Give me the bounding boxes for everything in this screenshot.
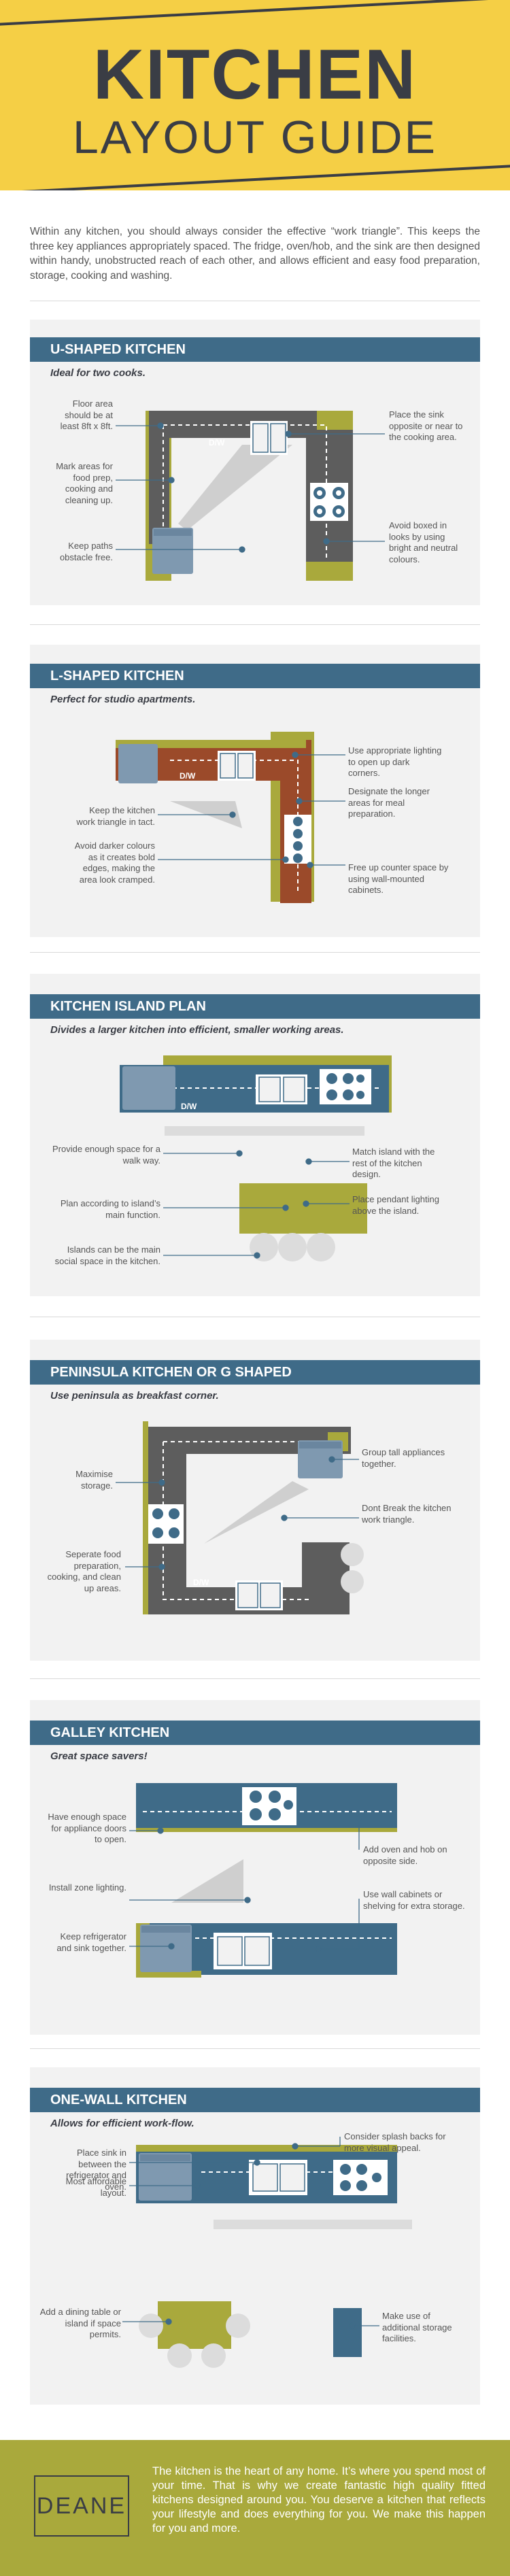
- fridge-icon: [152, 528, 193, 574]
- section-subtitle: Allows for efficient work-flow.: [50, 2118, 194, 2129]
- section-title: PENINSULA KITCHEN OR G SHAPED: [30, 1360, 480, 1385]
- header-banner: KITCHEN LAYOUT GUIDE: [0, 0, 510, 190]
- stool-icon: [278, 1233, 307, 1261]
- stool-icon: [341, 1570, 364, 1593]
- note: Install zone lighting.: [48, 1882, 126, 1893]
- stool-icon: [341, 1543, 364, 1566]
- note: Add a dining table or island if space pe…: [39, 2307, 121, 2340]
- section-title: ONE-WALL KITCHEN: [30, 2088, 480, 2112]
- dishwasher-label: D/W: [193, 1578, 209, 1587]
- fridge-icon: [118, 744, 158, 783]
- note: Avoid darker colours as it creates bold …: [74, 841, 155, 885]
- note: Free up counter space by using wall-moun…: [348, 862, 449, 896]
- dishwasher-label: D/W: [181, 1102, 197, 1111]
- storage-unit: [333, 2308, 362, 2357]
- logo[interactable]: DEANE: [34, 2475, 129, 2537]
- note: Plan according to island’s main function…: [60, 1198, 160, 1220]
- section-subtitle: Perfect for studio apartments.: [50, 694, 196, 705]
- section-subtitle: Use peninsula as breakfast corner.: [50, 1390, 219, 1402]
- section-card-galley: [30, 1700, 480, 2035]
- fridge-icon: [298, 1440, 343, 1478]
- island: [239, 1183, 367, 1234]
- note: Designate the longer areas for meal prep…: [348, 786, 430, 819]
- note: Most affordable layout.: [65, 2176, 126, 2198]
- u-plan-shapes: [146, 411, 353, 581]
- fridge-icon: [122, 1066, 175, 1110]
- one-wall-plan-leaders: [122, 2137, 379, 2329]
- section-title: GALLEY KITCHEN: [30, 1721, 480, 1745]
- footer: DEANE The kitchen is the heart of any ho…: [0, 2440, 510, 2576]
- page-subtitle: LAYOUT GUIDE: [72, 112, 438, 163]
- l-shaped-plan: [116, 732, 345, 903]
- section-subtitle: Ideal for two cooks.: [50, 367, 146, 379]
- one-wall-plan: [122, 2137, 412, 2368]
- island-plan-leaders: [163, 1150, 350, 1259]
- note: Avoid boxed in looks by using bright and…: [389, 520, 458, 564]
- dishwasher-label: D/W: [180, 771, 196, 781]
- note: Islands can be the main social space in …: [54, 1244, 160, 1266]
- stool-icon: [139, 2314, 163, 2338]
- peninsula-plan-shapes: [143, 1421, 364, 1614]
- note: Consider splash backs for more visual ap…: [344, 2131, 446, 2153]
- u-shaped-plan: [116, 411, 385, 581]
- dishwasher-label: D/W: [209, 438, 225, 447]
- divider: [30, 1678, 480, 1679]
- intro-text: Within any kitchen, you should always co…: [30, 226, 480, 282]
- stool-icon: [201, 2343, 226, 2368]
- note: Keep paths obstacle free.: [59, 541, 113, 562]
- note: Have enough space for appliance doors to…: [48, 1812, 126, 1845]
- island-plan-shapes: [120, 1055, 392, 1261]
- note: Group tall appliances together.: [362, 1447, 445, 1469]
- island-plan: [120, 1055, 392, 1261]
- page-title: KITCHEN: [92, 35, 418, 114]
- u-plan-leaders: [116, 422, 385, 553]
- note: Place sink in between the refrigerator a…: [66, 2148, 126, 2192]
- peninsula-plan-leaders: [116, 1456, 359, 1570]
- divider: [30, 624, 480, 625]
- section-subtitle: Divides a larger kitchen into efficient,…: [50, 1024, 344, 1036]
- divider: [30, 952, 480, 953]
- galley-plan-leaders: [129, 1815, 362, 1952]
- stool-icon: [307, 1233, 335, 1261]
- stool-icon: [226, 2314, 250, 2338]
- note: Place pendant lighting above the island.: [352, 1194, 439, 1216]
- section-card-l-shaped: [30, 645, 480, 937]
- section-title: L-SHAPED KITCHEN: [30, 664, 480, 688]
- note: Use wall cabinets or shelving for extra …: [363, 1889, 465, 1911]
- note: Match island with the rest of the kitche…: [352, 1147, 435, 1180]
- note: Keep refrigerator and sink together.: [56, 1931, 126, 1953]
- footer-text: The kitchen is the heart of any home. It…: [152, 2465, 486, 2535]
- dining-table: [158, 2301, 231, 2349]
- fridge-icon: [140, 1925, 192, 1972]
- note: Use appropriate lighting to open up dark…: [348, 745, 442, 779]
- one-wall-plan-shapes: [136, 2145, 412, 2368]
- section-subtitle: Great space savers!: [50, 1750, 148, 1762]
- fridge-icon: [139, 2153, 192, 2201]
- stool-icon: [167, 2343, 192, 2368]
- note: Floor area should be at least 8ft x 8ft.: [60, 399, 113, 432]
- note: Make use of additional storage facilitie…: [382, 2311, 452, 2344]
- note: Add oven and hob on opposite side.: [363, 1844, 447, 1866]
- l-plan-shapes: [116, 732, 314, 903]
- note: Dont Break the kitchen work triangle.: [362, 1503, 452, 1525]
- note: Keep the kitchen work triangle in tact.: [76, 805, 155, 827]
- note: Mark areas for food prep, cooking and cl…: [56, 461, 113, 505]
- section-title: KITCHEN ISLAND PLAN: [30, 994, 480, 1019]
- peninsula-plan: [116, 1421, 364, 1614]
- note: Provide enough space for a walk way.: [52, 1144, 160, 1166]
- note: Seperate food preparation, cooking, and …: [47, 1549, 121, 1593]
- section-card-one-wall: [30, 2067, 480, 2405]
- divider: [30, 2048, 480, 2049]
- galley-plan: [129, 1783, 397, 1978]
- section-title: U-SHAPED KITCHEN: [30, 337, 480, 362]
- note: Place the sink opposite or near to the c…: [389, 409, 463, 443]
- note: Maximise storage.: [75, 1469, 113, 1491]
- l-plan-leaders: [158, 751, 345, 868]
